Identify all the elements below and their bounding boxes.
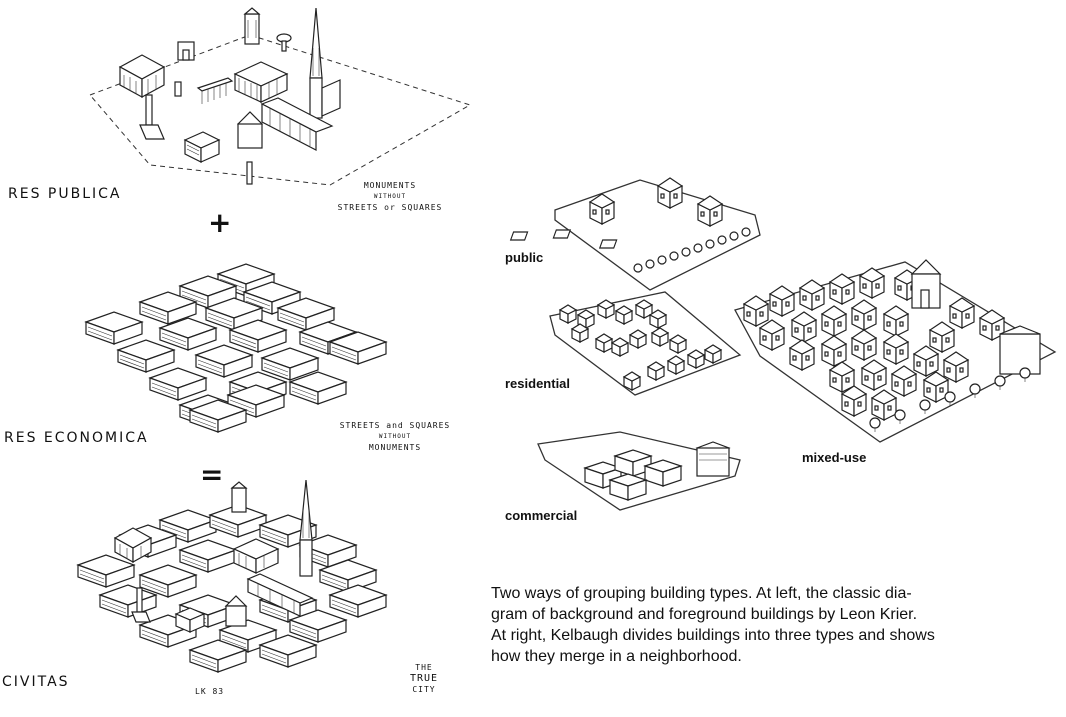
note-publica-line3: STREETS or SQUARES	[337, 203, 443, 212]
plus-symbol: +	[208, 206, 232, 239]
res-publica-label: RES PUBLICA	[8, 186, 122, 202]
civitas-label: CIVITAS	[2, 674, 70, 690]
caption-line4: how they merge in a neighborhood.	[491, 648, 742, 665]
signature: LK 83	[195, 687, 225, 696]
note-economica-line3: MONUMENTS	[368, 443, 422, 452]
commercial-label: commercial	[505, 508, 578, 523]
note-economica-line2: WITHOUT	[378, 433, 412, 440]
civitas-drawing	[77, 479, 387, 673]
caption-line2: gram of background and foreground buildi…	[491, 606, 918, 623]
caption-line3: At right, Kelbaugh divides buildings int…	[491, 627, 935, 644]
figure-caption: Two ways of grouping building types. At …	[491, 583, 935, 667]
commercial-drawing	[537, 431, 741, 511]
res-economica-label: RES ECONOMICA	[4, 430, 149, 446]
true-city-line2: TRUE	[409, 673, 439, 684]
mixed-use-label: mixed-use	[802, 450, 867, 465]
true-city-line1: THE	[415, 663, 433, 672]
caption-line1: Two ways of grouping building types. At …	[491, 585, 912, 602]
note-publica-line2: WITHOUT	[373, 193, 407, 200]
note-publica: MONUMENTS WITHOUT STREETS or SQUARES	[320, 180, 460, 213]
note-publica-line1: MONUMENTS	[363, 181, 417, 190]
public-drawing	[509, 177, 761, 291]
note-economica-line1: STREETS and SQUARES	[339, 421, 451, 430]
note-economica: STREETS and SQUARES WITHOUT MONUMENTS	[330, 420, 460, 453]
equals-symbol: =	[200, 458, 224, 491]
public-label: public	[505, 250, 544, 265]
residential-drawing	[549, 291, 742, 396]
res-economica-drawing	[85, 263, 387, 433]
true-city: THE TRUE CITY	[394, 662, 454, 695]
residential-label: residential	[505, 376, 571, 391]
mixed-use-drawing	[734, 259, 1057, 443]
res-publica-drawing	[89, 7, 472, 186]
true-city-line3: CITY	[412, 685, 436, 694]
